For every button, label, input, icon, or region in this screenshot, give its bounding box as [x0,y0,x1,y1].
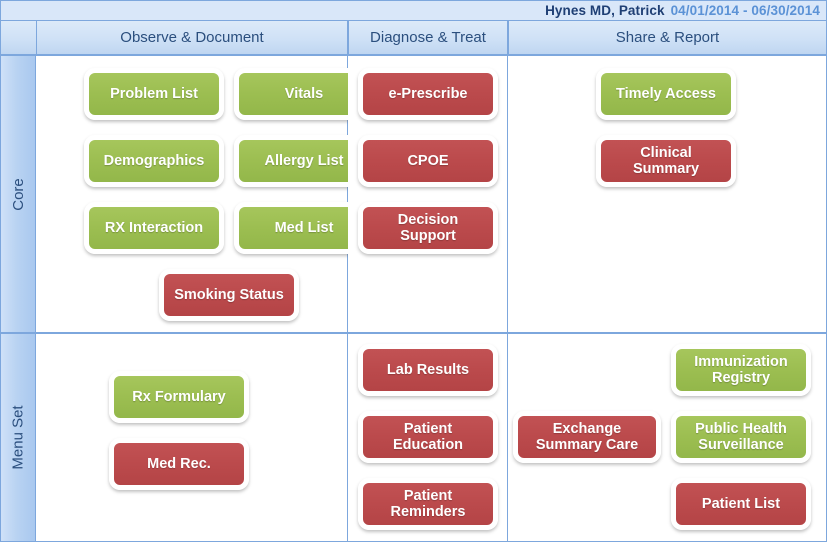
column-header-row: Observe & Document Diagnose & Treat Shar… [0,21,827,55]
measure-button-label: Allergy List [264,152,344,169]
measure-button-problem-list[interactable]: Problem List [84,68,224,120]
measure-button-timely-access[interactable]: Timely Access [596,68,736,120]
measure-button-demographics[interactable]: Demographics [84,135,224,187]
column-header-share-report: Share & Report [508,21,827,55]
measure-button-immunization-registry[interactable]: Immunization Registry [671,344,811,396]
column-header-label: Diagnose & Treat [370,29,486,46]
measure-button-label: Decision Support [397,211,459,244]
measure-button-label: Demographics [103,152,205,169]
measure-button-label: Lab Results [386,361,470,378]
measure-button-label: Clinical Summary [632,144,700,177]
measure-button-label: Patient Reminders [390,487,466,520]
measure-button-label: CPOE [407,152,449,169]
column-header-label: Share & Report [615,29,720,46]
grid-corner-cell [0,21,36,55]
row-label-core: Core [0,55,36,333]
measure-button-cpoe[interactable]: CPOE [358,135,498,187]
row-label-text: Menu Set [9,405,27,470]
measure-button-patient-education[interactable]: Patient Education [358,411,498,463]
measure-button-public-health-surveillance[interactable]: Public Health Surveillance [671,411,811,463]
measure-button-label: RX Interaction [104,219,204,236]
measure-button-label: Vitals [284,85,324,102]
measure-button-patient-reminders[interactable]: Patient Reminders [358,478,498,530]
measure-button-smoking-status[interactable]: Smoking Status [159,269,299,321]
reporting-period-date-range: 04/01/2014 - 06/30/2014 [670,3,820,18]
measure-button-label: Timely Access [616,85,716,102]
measure-button-e-prescribe[interactable]: e-Prescribe [358,68,498,120]
column-header-diagnose-treat: Diagnose & Treat [348,21,508,55]
measure-button-rx-interaction[interactable]: RX Interaction [84,202,224,254]
column-header-label: Observe & Document [120,29,264,46]
measure-button-patient-list[interactable]: Patient List [671,478,811,530]
measure-button-label: Med List [274,219,334,236]
column-header-observe-document: Observe & Document [36,21,348,55]
title-bar: Hynes MD, Patrick 04/01/2014 - 06/30/201… [0,0,827,21]
measure-button-label: Patient List [701,495,781,512]
measure-button-label: Exchange Summary Care [535,420,639,453]
measure-button-label: Immunization Registry [694,353,788,386]
measure-button-label: Rx Formulary [132,388,226,405]
measure-button-label: Med Rec. [147,455,211,472]
row-label-menu-set: Menu Set [0,333,36,542]
row-label-text: Core [9,177,27,211]
provider-name: Hynes MD, Patrick [545,3,665,18]
measure-button-rx-formulary[interactable]: Rx Formulary [109,371,249,423]
measure-button-lab-results[interactable]: Lab Results [358,344,498,396]
measure-button-label: Smoking Status [174,286,284,303]
measure-button-decision-support[interactable]: Decision Support [358,202,498,254]
measure-button-clinical-summary[interactable]: Clinical Summary [596,135,736,187]
measure-button-med-rec[interactable]: Med Rec. [109,438,249,490]
measure-button-label: Problem List [110,85,198,102]
measure-button-label: Patient Education [392,420,464,453]
measure-button-exchange-summary-care[interactable]: Exchange Summary Care [513,411,661,463]
measure-button-label: Public Health Surveillance [695,420,787,453]
measure-button-label: e-Prescribe [388,85,468,102]
